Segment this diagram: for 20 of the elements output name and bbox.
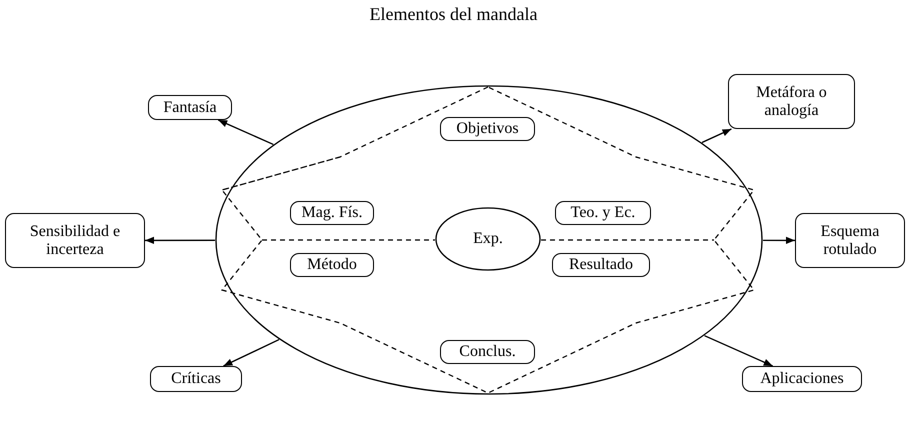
- arrow: [145, 236, 215, 244]
- rounded-label-box: Esquema rotulado: [795, 213, 905, 268]
- arrow: [223, 339, 280, 367]
- rounded-label-box: Objetivos: [440, 117, 535, 141]
- rounded-label-box: Teo. y Ec.: [555, 201, 651, 225]
- arrow: [218, 119, 274, 145]
- arrow: [702, 128, 732, 144]
- rounded-label-box: Método: [290, 253, 374, 277]
- diagram-title: Elementos del mandala: [368, 4, 538, 25]
- rounded-label-box: Fantasía: [148, 95, 232, 120]
- rounded-label-box: Resultado: [552, 253, 650, 277]
- rounded-label-box: Críticas: [150, 366, 242, 392]
- rounded-label-box: Sensibilidad e incerteza: [5, 213, 145, 268]
- rounded-label-box: Conclus.: [440, 340, 535, 364]
- rounded-label-box: Mag. Fís.: [290, 201, 374, 225]
- rounded-label-box: Aplicaciones: [742, 366, 862, 392]
- rounded-label-box: Metáfora o analogía: [728, 74, 855, 129]
- arrow: [763, 236, 795, 244]
- arrow: [704, 335, 773, 367]
- center-ellipse: Exp.: [435, 207, 541, 271]
